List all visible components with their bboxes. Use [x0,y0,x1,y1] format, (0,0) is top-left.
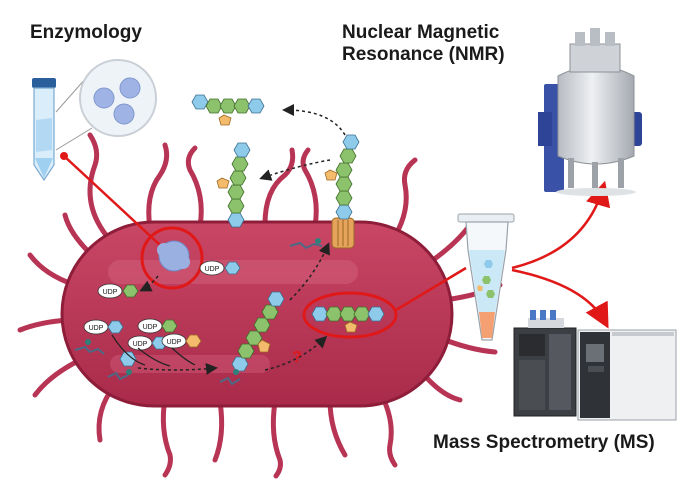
nmr-label: Nuclear Magnetic Resonance (NMR) [342,22,505,65]
to-nmr-arrow [511,180,611,270]
udp-label: UDP [143,324,158,331]
magnifier-circle-icon [79,59,157,137]
unknown-step-mark: ? [292,349,302,366]
udp-label: UDP [133,341,148,348]
assembly-arrow-2 [264,335,328,371]
ms-label: Mass Spectrometry (MS) [433,432,655,453]
udp-label: UDP [167,339,182,346]
to-tube-link [395,266,467,312]
curved-arrows [111,334,196,367]
release-arrow-1 [259,159,331,181]
zoom-guide-bottom [55,127,93,151]
secreted-chain-vertical [324,134,360,220]
product-highlight [302,291,398,339]
growing-glycan-chain [219,291,285,386]
udp-label: UDP [103,289,118,296]
enzymology-label: Enzymology [30,22,142,43]
microcentrifuge-tube-icon [457,213,515,341]
enzyme-highlight [140,226,204,290]
lipid-anchor-1 [74,339,137,381]
protein-crystal-tube-icon [32,78,56,182]
enzymology-link-dot [60,152,68,160]
udp-label: UDP [89,325,104,332]
release-arrow-2 [282,104,346,136]
udp-label: UDP [205,266,220,273]
to-ms-arrow [511,268,609,329]
assembly-arrow-1 [137,362,218,375]
export-arrow [289,242,330,301]
nmr-spectrometer-icon [538,28,642,196]
enzymology-link-arrow [63,155,161,246]
transporter-channel-icon [289,217,355,250]
udp-sugar-2: UDP [97,283,139,299]
bacterium [17,132,503,479]
udp-sugar-1: UDP [199,260,241,276]
secreted-chain-left [216,142,251,228]
enzyme-to-udp-arrow [139,275,159,292]
udp-cluster: UDP UDP UDP UDP [83,318,202,351]
secreted-chain-top [191,94,265,126]
zoom-guide-top [55,77,87,113]
lc-ms-instrument-icon [513,310,677,421]
